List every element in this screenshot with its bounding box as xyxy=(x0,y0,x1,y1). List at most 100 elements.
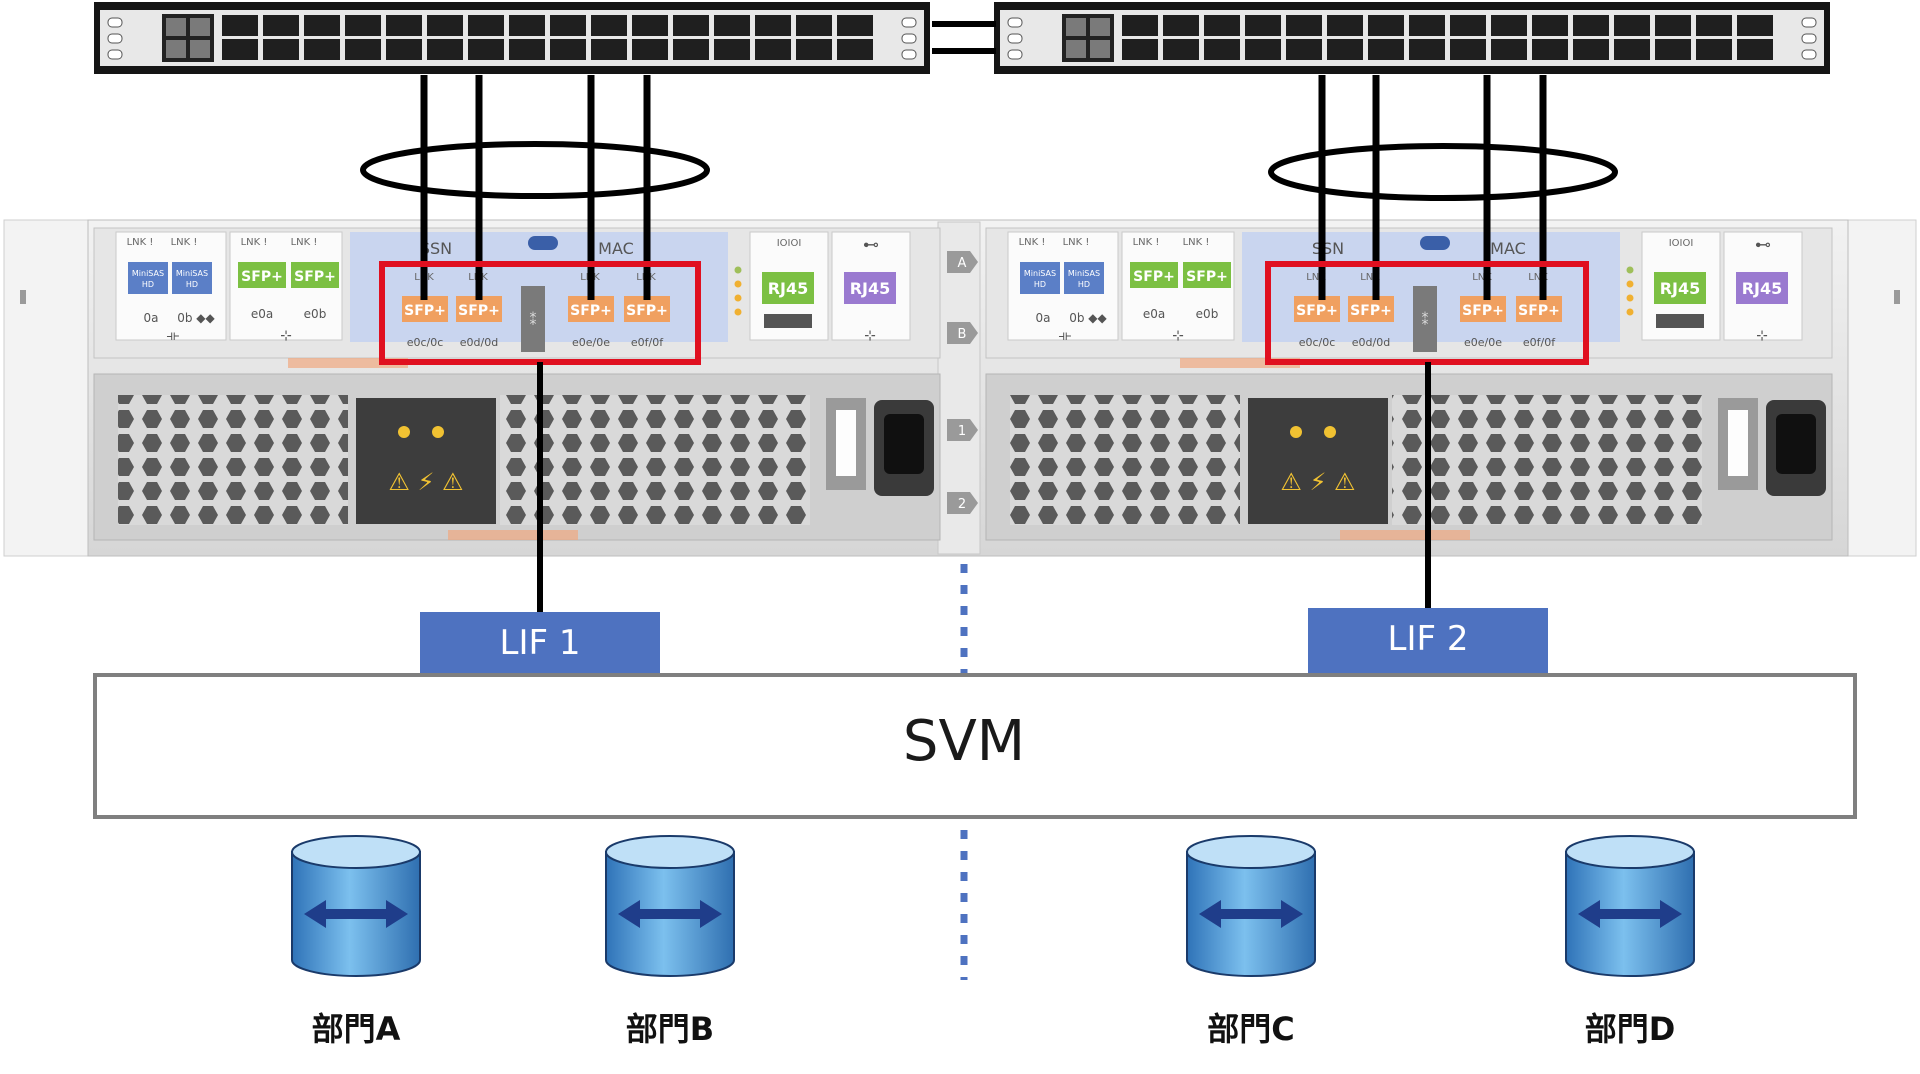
switch-port xyxy=(1368,39,1404,60)
data-sfp-port xyxy=(624,296,670,322)
usb-badge xyxy=(528,236,558,250)
bay-marker-shape xyxy=(947,419,978,441)
switch-port xyxy=(1409,15,1445,36)
switch-led xyxy=(901,17,917,28)
switch-led xyxy=(901,49,917,60)
switch-uplink-port xyxy=(1066,40,1086,58)
status-led xyxy=(734,308,742,316)
sfp-port xyxy=(1130,262,1178,288)
data-lnk-label: LNK xyxy=(1360,272,1380,283)
switch-uplink-port xyxy=(1090,18,1110,36)
switch-led xyxy=(1007,49,1023,60)
switch-port xyxy=(1614,39,1650,60)
switch-port xyxy=(1655,39,1691,60)
minisas-port-label: MiniSAS xyxy=(1068,269,1100,278)
switch-uplink-port xyxy=(166,40,186,58)
switch-port xyxy=(304,15,340,36)
psu-handle xyxy=(448,530,578,540)
switch-port xyxy=(591,15,627,36)
switch-port xyxy=(386,15,422,36)
data-port-id: e0c/0c xyxy=(1299,336,1336,349)
switch-port xyxy=(1450,15,1486,36)
bay-marker-4: 2 xyxy=(947,492,978,514)
switch-port xyxy=(1245,39,1281,60)
lif-1-label: LIF 1 xyxy=(500,623,581,663)
panel-glyph: ⟛ xyxy=(1059,328,1072,344)
switch-port xyxy=(632,39,668,60)
sfp-port-label: SFP+ xyxy=(1186,269,1228,285)
switch-uplink-port xyxy=(1066,18,1086,36)
console-glyph: ⁑ xyxy=(1422,311,1429,329)
switch-port xyxy=(1122,15,1158,36)
power-inlet-socket xyxy=(884,414,924,474)
switch-port xyxy=(1737,15,1773,36)
switch-uplink-port xyxy=(190,18,210,36)
lnk-label: LNK ! xyxy=(171,237,198,248)
panel-rj45-service: ⊷RJ45⊹ xyxy=(1723,231,1803,344)
department-label-4: 部門D xyxy=(1585,1010,1676,1048)
data-sfp-port-label: SFP+ xyxy=(1518,303,1560,319)
rj45-label: RJ45 xyxy=(1660,279,1701,298)
switch-port xyxy=(714,15,750,36)
psu-vent-right xyxy=(1392,395,1702,525)
status-led xyxy=(1626,266,1634,274)
port-sub-label: 0b ◆◆ xyxy=(177,311,215,325)
status-led xyxy=(734,294,742,302)
status-led xyxy=(734,266,742,274)
psu-warning-icon: ⚠ ⚡ ⚠ xyxy=(388,468,463,496)
panel-glyph: ⊹ xyxy=(1172,328,1184,344)
rj45-port xyxy=(844,272,896,304)
rj45-port xyxy=(762,272,814,304)
switch-led xyxy=(1801,17,1817,28)
status-led xyxy=(734,280,742,288)
panel-glyph: ⊹ xyxy=(280,328,292,344)
switch-led xyxy=(107,17,123,28)
switch-port xyxy=(222,39,258,60)
sfp-port xyxy=(1183,262,1231,288)
data-sfp-port-label: SFP+ xyxy=(570,303,612,319)
minisas-port-label: HD xyxy=(186,280,198,289)
ifgrp-ellipse-left xyxy=(360,141,710,199)
switch-port xyxy=(1327,15,1363,36)
bay-marker-2: B xyxy=(947,322,978,344)
band-label-mac: MAC xyxy=(1490,239,1526,258)
switch-port xyxy=(468,15,504,36)
lif-1: LIF 1 xyxy=(420,612,660,678)
switch-port xyxy=(632,15,668,36)
usb-port xyxy=(1656,314,1704,328)
data-sfp-port xyxy=(1294,296,1340,322)
port-sub-label: 0b ◆◆ xyxy=(1069,311,1107,325)
switch-led xyxy=(1007,33,1023,44)
psu-label-plate xyxy=(1248,398,1388,524)
lnk-label: LNK ! xyxy=(1183,237,1210,248)
port-sub-label: e0a xyxy=(1143,307,1165,321)
minisas-port-label: HD xyxy=(1078,280,1090,289)
switch-port xyxy=(386,39,422,60)
psu-led xyxy=(398,426,410,438)
serial-glyph: IOIOI xyxy=(777,238,802,249)
switch-led xyxy=(901,33,917,44)
switch-uplink-port xyxy=(166,18,186,36)
switch-port xyxy=(1204,39,1240,60)
band-label-mac: MAC xyxy=(598,239,634,258)
sfp-port-label: SFP+ xyxy=(1133,269,1175,285)
data-sfp-port-label: SFP+ xyxy=(1296,303,1338,319)
switch-port xyxy=(796,15,832,36)
minisas-port-label: HD xyxy=(1034,280,1046,289)
switch-port xyxy=(796,39,832,60)
data-sfp-port-label: SFP+ xyxy=(458,303,500,319)
inter-switch-links xyxy=(932,21,996,54)
bay-marker-label: B xyxy=(958,327,967,342)
panel-rj45-service: ⊷RJ45⊹ xyxy=(831,231,911,344)
bay-marker-3: 1 xyxy=(947,419,978,441)
panel-glyph: ⊹ xyxy=(1756,328,1768,344)
data-sfp-port xyxy=(568,296,614,322)
port-sub-label: 0a xyxy=(144,311,159,325)
data-lnk-label: LNK xyxy=(1306,272,1326,283)
